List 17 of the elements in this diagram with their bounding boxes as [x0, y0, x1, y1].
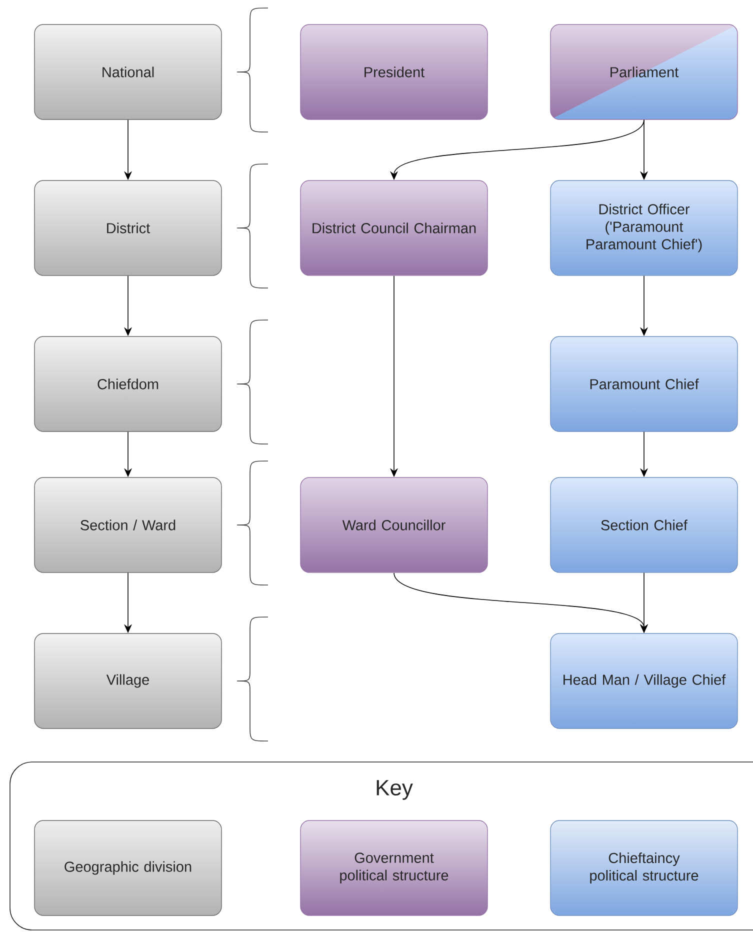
process-box: Parliament — [550, 24, 738, 120]
process-box: District — [34, 180, 222, 276]
legend-label: Government political structure — [340, 852, 448, 884]
process-box: Chiefdom — [34, 336, 222, 432]
legend-label: Chieftaincy political structure — [590, 852, 698, 884]
process-box: Head Man / Village Chief — [550, 633, 738, 729]
legend-label: Geographic division — [64, 861, 192, 875]
process-box: Ward Councillor — [300, 477, 488, 573]
process-box: President — [300, 24, 488, 120]
key-title: Key — [376, 780, 413, 800]
process-box: Section / Ward — [34, 477, 222, 573]
process-box: Section Chief — [550, 477, 738, 573]
process-box: Paramount Chief — [550, 336, 738, 432]
process-box: National — [34, 24, 222, 120]
process-box: District Council Chairman — [300, 180, 488, 276]
process-box: Village — [34, 633, 222, 729]
process-box: District Officer ('Paramount Paramount Chief') — [550, 180, 738, 276]
